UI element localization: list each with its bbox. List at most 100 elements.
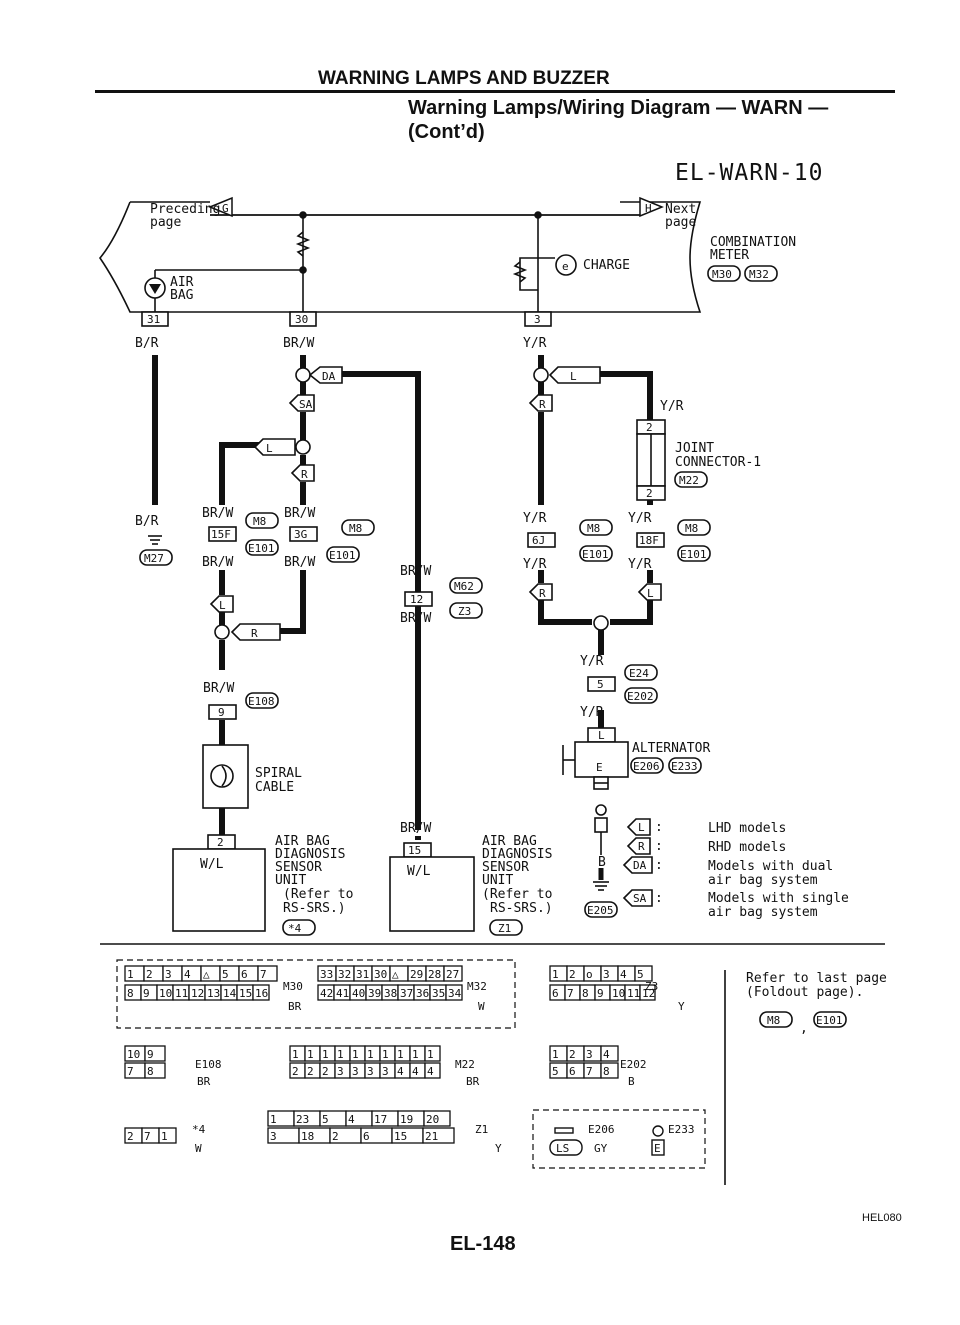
connector-pin-number: 1: [552, 968, 559, 981]
m27-ref: M27: [139, 549, 173, 566]
conn-m22-color: BR: [466, 1075, 480, 1088]
connector-pin-number: 1: [352, 1048, 359, 1061]
marker-da-label: DA: [322, 370, 336, 383]
meter-pin-3: 3: [524, 311, 552, 327]
sensor-right-4: UNIT: [482, 873, 513, 888]
marker-r-4: R: [528, 583, 553, 601]
marker-sa: SA: [288, 394, 315, 412]
marker-r-3: R: [528, 394, 553, 412]
next-page-label: page: [665, 215, 696, 230]
sensor-right-3: SENSOR: [482, 860, 529, 875]
z1-ref: Z1: [489, 919, 523, 936]
e101-ref-4-label: E101: [680, 548, 707, 561]
pin-12-label: 12: [410, 593, 423, 606]
marker-r-1: R: [290, 464, 315, 482]
connector-cavity: [423, 1110, 451, 1127]
connector-pin-number: 6: [552, 987, 559, 1000]
wire-brw-9: BR/W: [400, 821, 431, 836]
connector-cavity: [634, 965, 653, 982]
conn-x4-label: *4: [192, 1123, 206, 1136]
e202-ref-label: E202: [627, 690, 654, 703]
connector-pin-number: 1: [427, 1048, 434, 1061]
e206-ref-1-label: E206: [633, 760, 660, 773]
connector-pin-number: 2: [307, 1065, 314, 1078]
connector-pin-number: 27: [446, 968, 459, 981]
connector-pin-number: 1: [552, 1048, 559, 1061]
m8-ref-1: M8: [245, 512, 279, 529]
m62-ref-label: M62: [454, 580, 474, 593]
page-title: Warning Lamps/Wiring Diagram — WARN —: [408, 97, 829, 119]
conn-m32-color: W: [478, 1000, 485, 1013]
refer-text-2: (Foldout page).: [746, 985, 863, 1000]
m62-ref: M62: [449, 577, 483, 594]
legend-text-da-1: Models with dual: [708, 859, 833, 874]
wire-yr-5: Y/R: [523, 557, 547, 572]
e24-ref: E24: [624, 664, 658, 681]
connector-pin-number: 8: [603, 1065, 610, 1078]
connector-cavity: [252, 984, 270, 1001]
connector-pin-number: 1: [161, 1130, 168, 1143]
e202-ref: E202: [624, 687, 658, 704]
airbag-lamp-label-1: AIR: [170, 275, 194, 290]
connector-pin-number: 1: [367, 1048, 374, 1061]
legend-text-r: RHD models: [708, 840, 786, 855]
pin-15-label: 15: [408, 844, 421, 857]
connector-pin-number: 3: [367, 1065, 374, 1078]
conn-e233-face: [651, 1125, 665, 1156]
sensor-right-5: (Refer to: [482, 887, 552, 902]
joint-label-2: CONNECTOR-1: [675, 455, 761, 470]
connector-pin-number: 4: [603, 1048, 610, 1061]
e101-ref-4: E101: [677, 545, 711, 562]
m8-ref-2: M8: [341, 519, 375, 536]
wire-yr-2: Y/R: [660, 399, 684, 414]
m8-ref-2-label: M8: [349, 522, 362, 535]
m30-ref: M30: [707, 265, 741, 282]
connector-pin-number: 19: [400, 1113, 413, 1126]
h-marker-label: H: [645, 202, 652, 215]
connector-pin-number: 1: [292, 1048, 299, 1061]
connector-pin-number: 14: [223, 987, 237, 1000]
connector-pin-number: 7: [586, 1065, 593, 1078]
legend-sym-da: DA: [633, 859, 647, 872]
joint-label-1: JOINT: [675, 441, 714, 456]
wire-brw-7: BR/W: [400, 611, 431, 626]
connector-pin-number: 15: [394, 1130, 407, 1143]
e101-ref-3: E101: [579, 545, 613, 562]
connector-cavity: [424, 1045, 441, 1062]
marker-l-1-label: L: [266, 442, 273, 455]
charge-lamp-symbol: e: [562, 260, 569, 273]
conn-e206-face: [549, 1127, 583, 1156]
wire-yr-1: Y/R: [523, 336, 547, 351]
m8-ref-3: M8: [579, 519, 613, 536]
conn-m30-label: M30: [283, 980, 303, 993]
pin-5-label: 5: [597, 678, 604, 691]
connector-pin-number: 1: [127, 968, 134, 981]
refer-m8-ref: M8: [759, 1011, 793, 1028]
connector-pin-number: 29: [410, 968, 423, 981]
alternator-box: [562, 727, 629, 790]
airbag-sensor-box-right: [389, 842, 475, 932]
connector-pin-number: 3: [165, 968, 172, 981]
connector-pin-number: 1: [382, 1048, 389, 1061]
connector-pin-number: 37: [400, 987, 413, 1000]
m8-ref-1-label: M8: [253, 515, 266, 528]
pin-9-label: 9: [218, 706, 225, 719]
e108-ref: E108: [245, 692, 279, 709]
next-label: Next: [665, 202, 696, 217]
x4-ref-label: *4: [288, 922, 302, 935]
connector-pin-number: 8: [127, 987, 134, 1000]
connector-cavity: [422, 1127, 455, 1144]
alternator-e-label: E: [596, 761, 603, 774]
legend-text-l: LHD models: [708, 821, 786, 836]
pin-3g: 3G: [289, 526, 318, 542]
connector-pin-number: 9: [597, 987, 604, 1000]
pin-l-label: L: [598, 729, 605, 742]
connector-pin-number: 10: [159, 987, 172, 1000]
connector-pin-number: 4: [397, 1065, 404, 1078]
legend-text-sa-1: Models with single: [708, 891, 849, 906]
connector-pin-number: 3: [603, 968, 610, 981]
connector-pin-number: 4: [412, 1065, 419, 1078]
pin-6j-label: 6J: [532, 534, 545, 547]
connector-cavity: [600, 1045, 619, 1062]
